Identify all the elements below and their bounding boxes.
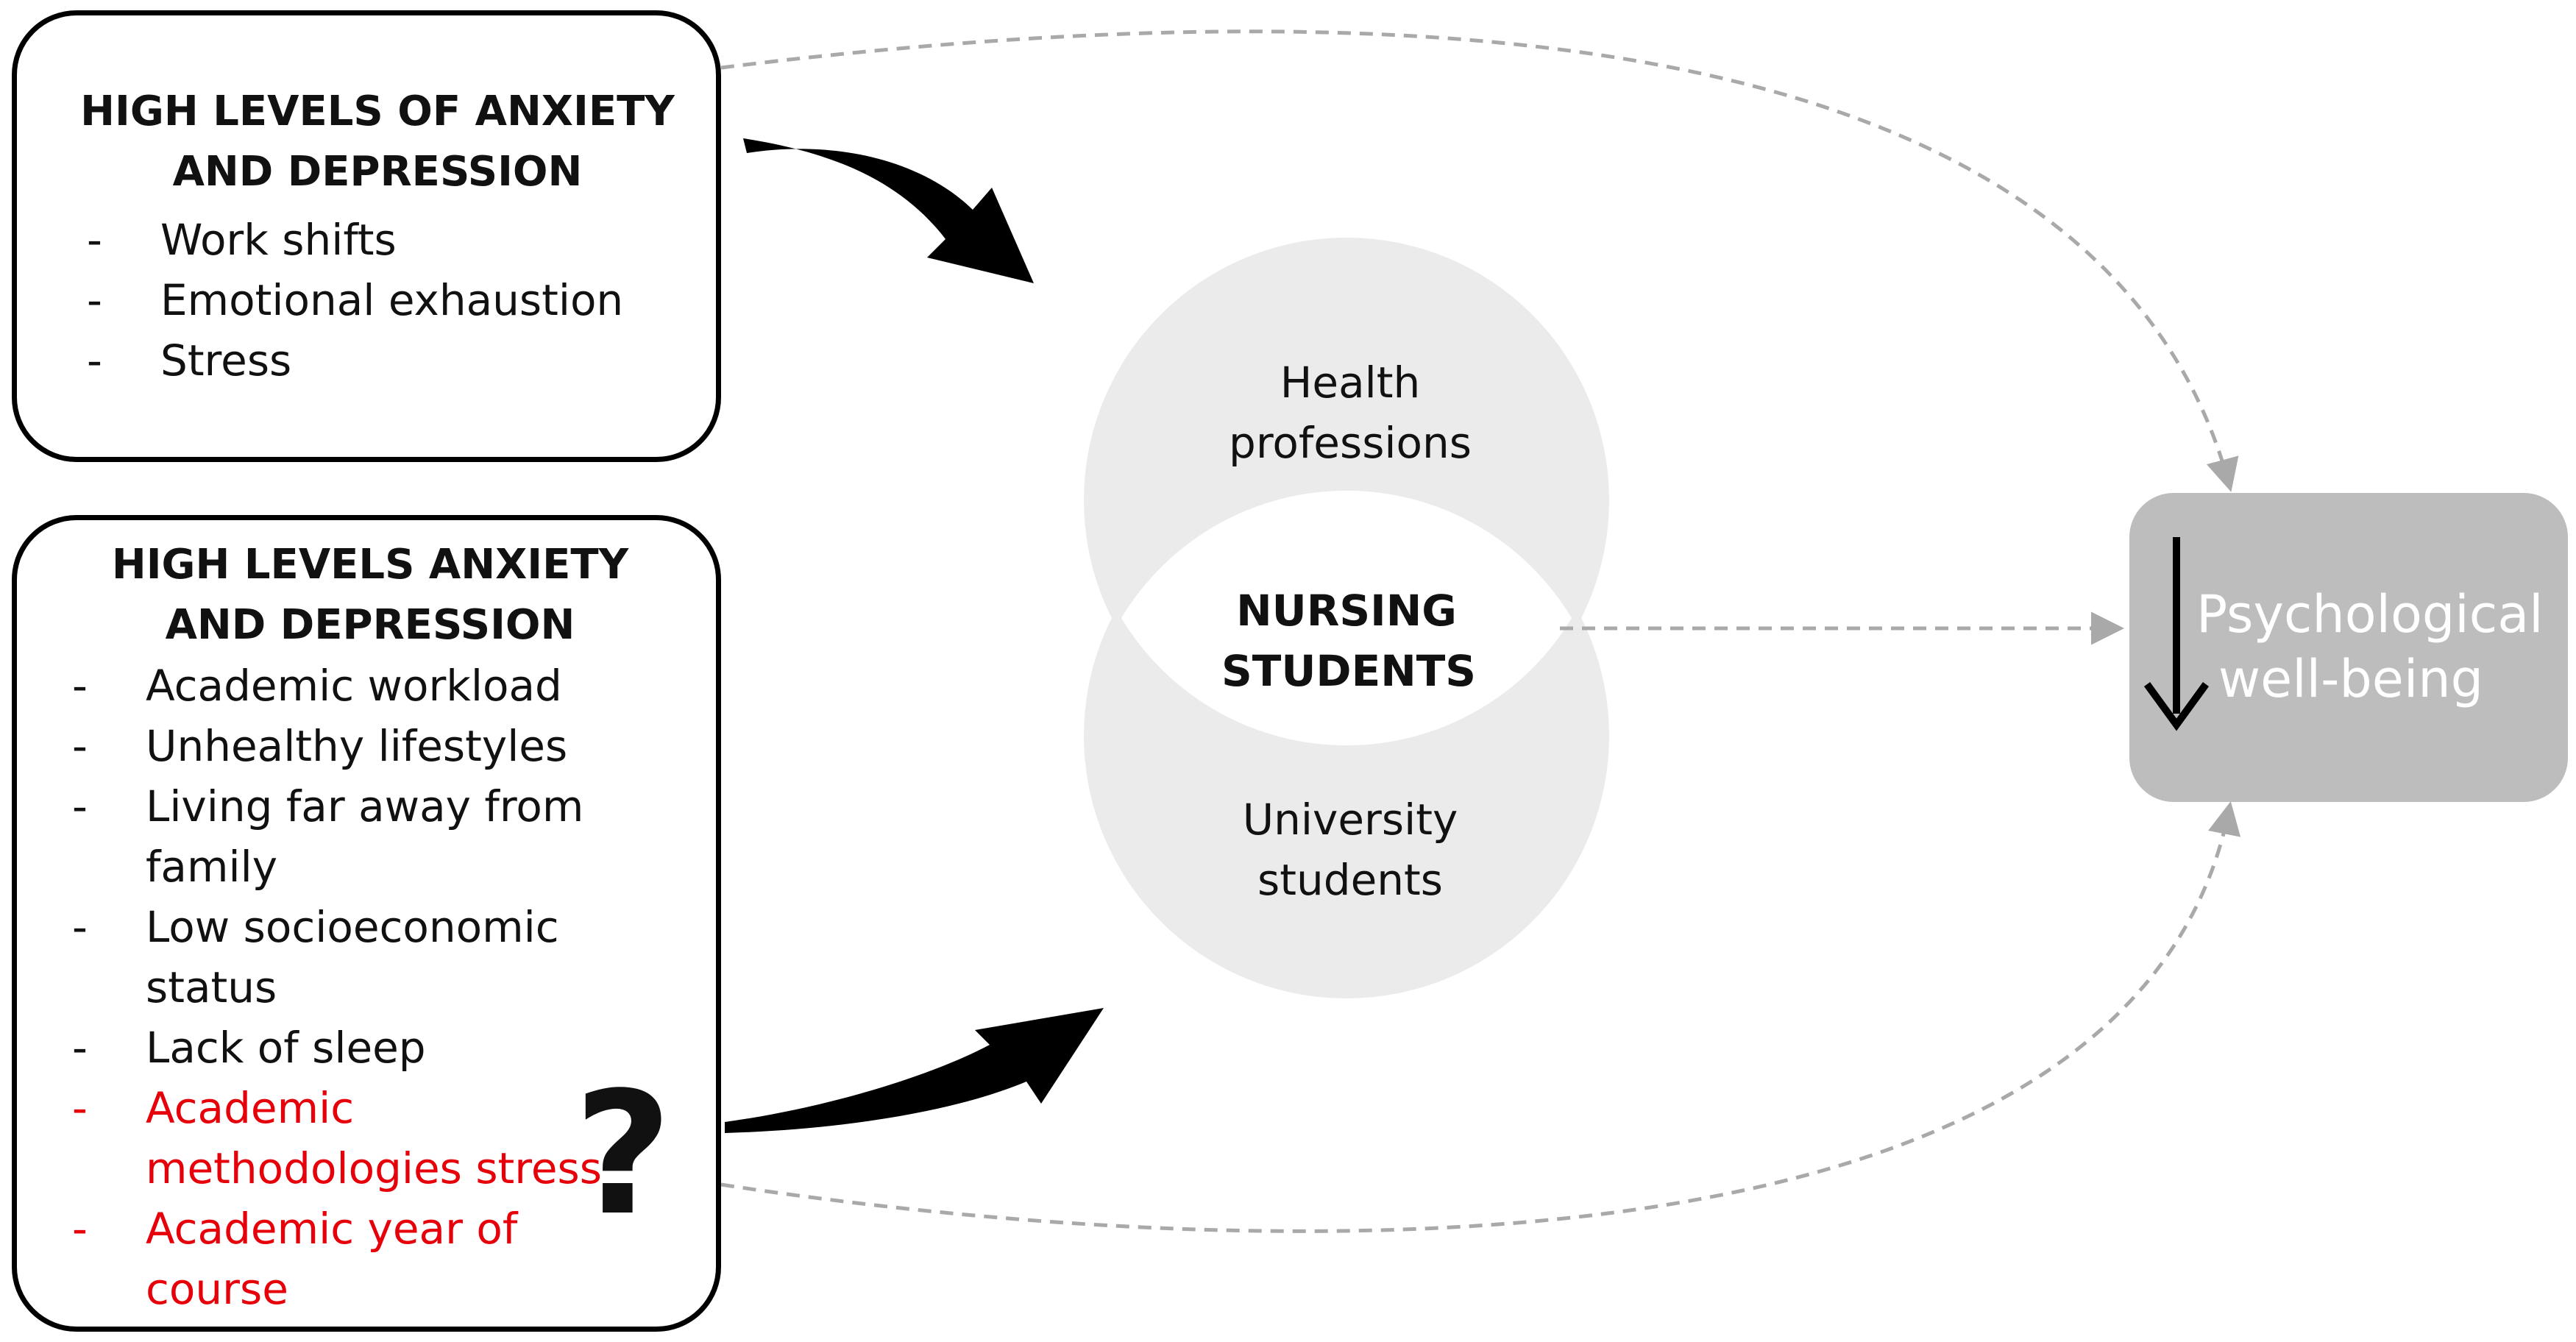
question-mark: ? — [574, 1057, 673, 1253]
list-item: - Emotional exhaustion — [87, 270, 623, 330]
list-item-highlighted: - Academic year of course — [72, 1199, 602, 1319]
venn-overlap-region — [1121, 490, 1572, 746]
dash: - — [87, 275, 102, 325]
box2-title: HIGH LEVELS ANXIETY AND DEPRESSION — [111, 541, 629, 649]
dash: - — [72, 902, 88, 952]
item-text: Academic methodologies stress — [146, 1083, 602, 1193]
item-text: Academic workload — [146, 661, 562, 711]
dashed-arrow-bottom — [720, 801, 2241, 1233]
outcome-box — [2129, 493, 2568, 802]
box1-title: HIGH LEVELS OF ANXIETY AND DEPRESSION — [80, 88, 675, 196]
box-student-factors: HIGH LEVELS ANXIETY AND DEPRESSION - Acad… — [12, 515, 721, 1332]
item-text: Unhealthy lifestyles — [146, 721, 568, 771]
dash: - — [72, 1204, 88, 1254]
dash: - — [72, 1083, 88, 1133]
dash: - — [87, 336, 102, 386]
item-text: Work shifts — [160, 215, 397, 265]
box1-factor-list: - Work shifts - Emotional exhaustion - Stre… — [87, 210, 623, 391]
box-work-factors: HIGH LEVELS OF ANXIETY AND DEPRESSION - W… — [12, 10, 721, 462]
dash: - — [72, 661, 88, 711]
list-item: - Work shifts — [87, 210, 623, 270]
box2-factor-list: - Academic workload - Unhealthy lifestyles… — [72, 656, 617, 1319]
dash: - — [72, 721, 88, 771]
venn-label-health-professions: Health professions — [1229, 358, 1472, 468]
item-text: Lack of sleep — [146, 1023, 426, 1073]
item-text: Living far away from family — [146, 781, 584, 892]
outcome-label: Psychological well-being — [2196, 584, 2544, 709]
list-item: - Low socioeconomic status — [72, 897, 617, 1018]
venn-label-university-students: University students — [1242, 795, 1458, 905]
dash: - — [72, 1023, 88, 1073]
list-item-highlighted: - Academic methodologies stress — [72, 1078, 617, 1199]
item-text: Low socioeconomic status — [146, 902, 559, 1012]
black-arrow-from-box2 — [725, 1008, 1104, 1133]
list-item: - Lack of sleep — [72, 1018, 617, 1078]
black-arrow-from-box1 — [743, 138, 1034, 283]
dashed-arrow-top — [720, 29, 2239, 492]
item-text: Stress — [160, 336, 292, 386]
item-text: Academic year of course — [146, 1204, 518, 1314]
venn-label-nursing-students: NURSING STUDENTS — [1221, 586, 1477, 696]
list-item: - Stress — [87, 330, 623, 391]
list-item: - Academic workload — [72, 656, 617, 716]
list-item: - Living far away from family — [72, 776, 617, 897]
dash: - — [72, 781, 88, 831]
item-text: Emotional exhaustion — [160, 275, 624, 325]
list-item: - Unhealthy lifestyles — [72, 716, 617, 776]
dash: - — [87, 215, 102, 265]
